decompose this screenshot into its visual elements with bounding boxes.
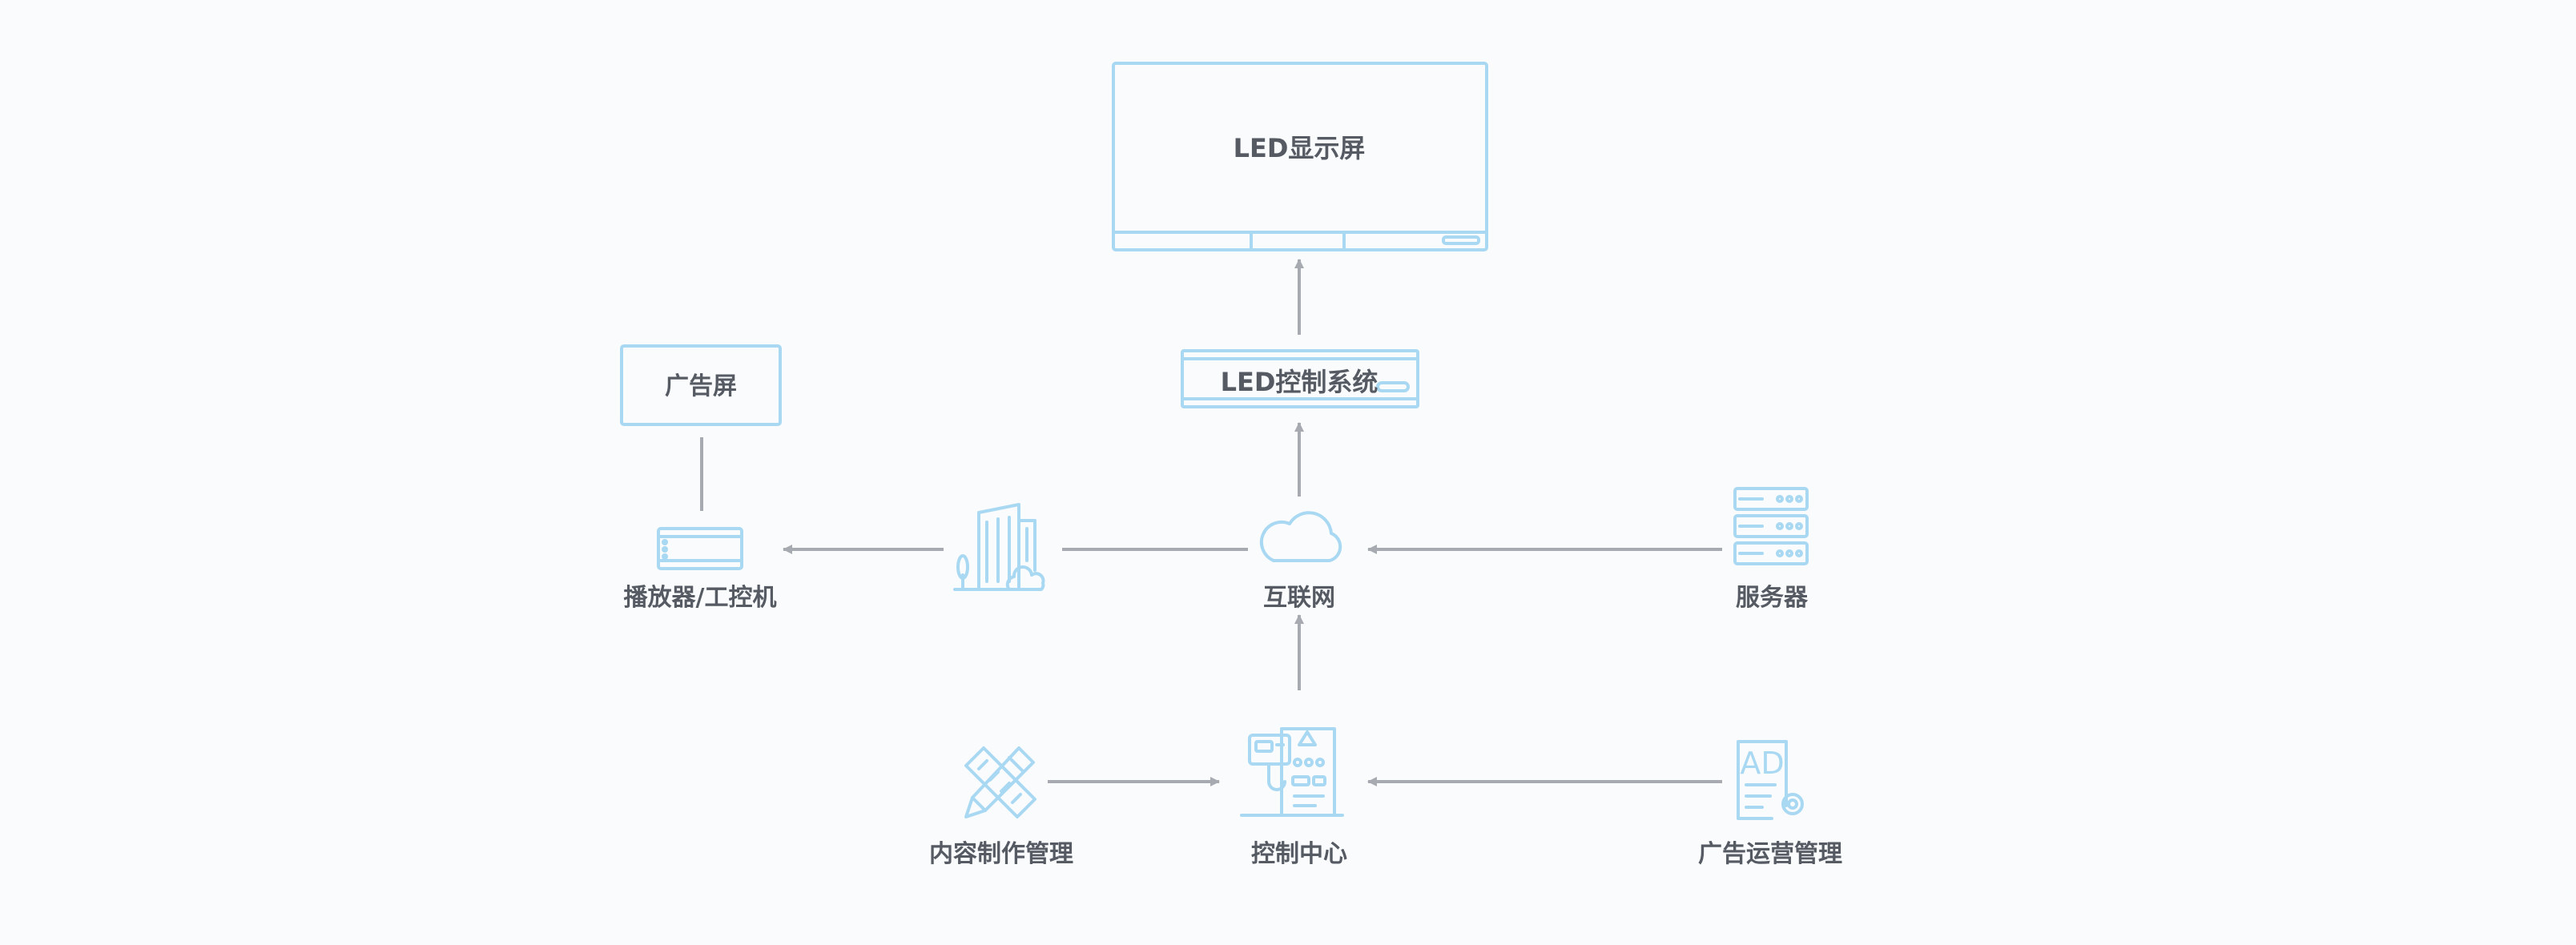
server-label: 服务器 (1736, 584, 1809, 612)
connectors (700, 259, 1722, 786)
pencil-ruler-icon (964, 746, 1036, 818)
ad-document-gear-icon: AD (1737, 740, 1804, 820)
ad-screen-label: 广告屏 (665, 372, 737, 400)
cloud-icon (1259, 511, 1342, 562)
server-rack-icon (1733, 487, 1809, 565)
player-box-icon (657, 527, 743, 570)
control-panel-icon (1240, 727, 1344, 817)
player-label: 播放器/工控机 (624, 584, 777, 612)
led-control-label: LED控制系统 (1221, 367, 1379, 397)
ad-ops-label: 广告运营管理 (1698, 840, 1842, 868)
svg-text:AD: AD (1740, 746, 1784, 781)
building-cloud-icon (953, 503, 1045, 591)
control-center-label: 控制中心 (1251, 840, 1347, 868)
content-label: 内容制作管理 (929, 840, 1073, 868)
internet-label: 互联网 (1263, 584, 1335, 612)
led-screen-icon (1112, 62, 1488, 251)
led-control-box-icon (1181, 349, 1419, 408)
led-screen-label: LED显示屏 (1234, 133, 1366, 163)
ad-screen-icon (620, 344, 782, 426)
